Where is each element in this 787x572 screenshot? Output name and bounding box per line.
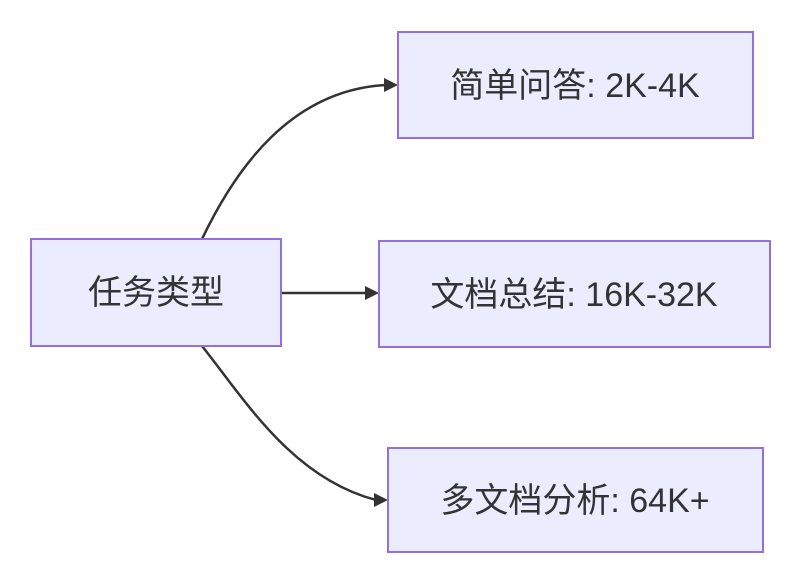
arrowhead-icon <box>374 493 388 507</box>
node-multi-doc: 多文档分析: 64K+ <box>387 447 764 553</box>
arrowhead-icon <box>384 78 398 92</box>
node-multi-doc-label: 多文档分析: 64K+ <box>440 482 709 520</box>
node-simple-qa-label: 简单问答: 2K-4K <box>450 67 700 105</box>
node-doc-summary-label: 文档总结: 16K-32K <box>430 276 718 314</box>
node-simple-qa-box <box>397 31 754 139</box>
node-doc-summary-box <box>378 240 771 348</box>
node-doc-summary: 文档总结: 16K-32K <box>378 240 771 348</box>
edge-root-to-doc-summary <box>281 286 379 300</box>
arrowhead-icon <box>365 286 379 300</box>
node-task-type-label: 任务类型 <box>88 274 224 312</box>
edge-curve-down <box>201 345 377 502</box>
node-task-type: 任务类型 <box>30 238 282 347</box>
edge-curve-up <box>200 83 387 240</box>
edge-root-to-multi-doc <box>201 345 388 507</box>
node-task-type-box <box>30 238 282 347</box>
edge-root-to-simple-qa <box>200 78 398 240</box>
node-multi-doc-box <box>387 447 764 553</box>
node-simple-qa: 简单问答: 2K-4K <box>397 31 754 139</box>
